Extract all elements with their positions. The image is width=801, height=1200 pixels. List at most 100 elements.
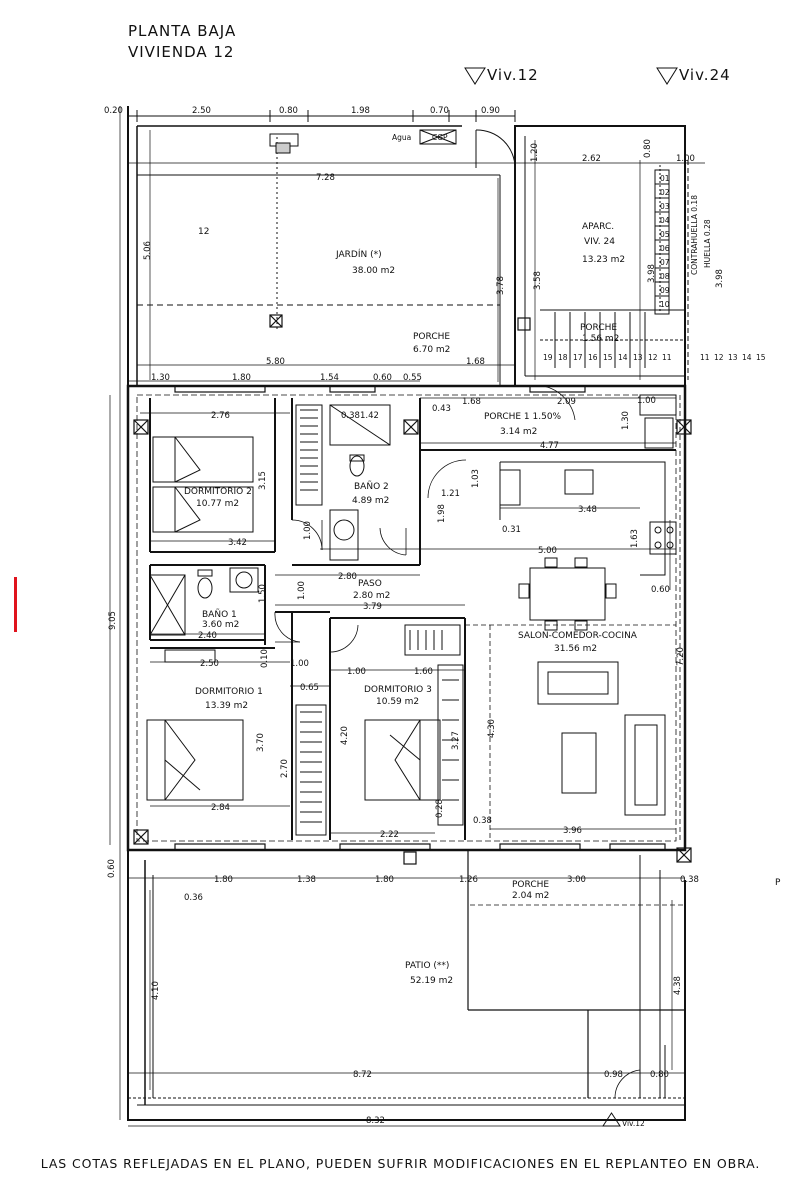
aparc-label: APARC. [582,222,614,232]
huella-label: HUELLA 0.28 [703,219,712,268]
dim-label: 0.38 [341,411,360,421]
jardin-label: JARDÍN (*) [335,248,382,260]
interior-walls [149,398,676,840]
dim-label: 3.27 [451,731,461,750]
step-num: 15 [756,353,766,362]
paso-label: PASO [358,579,382,589]
dim-label: 0.60 [107,859,117,878]
step-num: 05 [660,230,670,239]
viv12-top-marker-icon [464,67,486,85]
dormitorio-1-area: 13.39 m2 [205,701,248,711]
porche-bottom-label: PORCHE [512,880,549,890]
step-num: 11 [662,353,672,362]
dim-label: 0.36 [184,893,203,903]
dim-label: 0.65 [300,683,319,693]
dashed-guides [465,395,685,906]
dim-label: 3.98 [715,269,725,288]
plan-subtitle: VIVIENDA 12 [128,43,235,61]
dim-label: 3.78 [496,276,506,295]
dim-label: 0.43 [432,404,451,414]
step-num: 13 [633,353,643,362]
viv24-top-marker-icon [656,67,678,85]
dim-label: 2.09 [557,397,576,407]
porche-aparc-area: 1.56 m2 [582,334,619,344]
dim-label: 3.58 [533,271,543,290]
windows [174,385,666,851]
dim-label: 5.06 [143,241,153,260]
dim-label: 4.77 [540,441,559,451]
dim-label: 2.50 [192,106,211,116]
dim-label: 1.68 [462,397,481,407]
dim-label: 0.80 [643,139,653,158]
dormitorio-3-area: 10.59 m2 [376,697,419,707]
dim-label: 3.42 [228,538,247,548]
dim-label: 3.79 [363,602,382,612]
step-num: 14 [618,353,628,362]
step-num: 09 [660,286,670,295]
stair-row-treads [554,312,646,368]
patio-area: 52.19 m2 [410,976,453,986]
dim-label: 1.00 [637,396,656,406]
dim-label: 1.63 [630,529,640,548]
dim-label: 3.70 [256,733,266,752]
p-label: P [775,878,781,888]
porche-1-label: PORCHE 1 1.50% [484,412,562,422]
dim-label: 3.98 [647,264,657,283]
viv12-top-label: Viv.12 [487,66,539,84]
dim-label: 1.30 [621,411,631,430]
bano-1-area: 3.60 m2 [202,620,239,630]
dim-label: 3.96 [563,826,582,836]
aparc-label-2: VIV. 24 [584,237,615,247]
dim-label: 3.15 [258,471,268,490]
dim-label: 5.80 [266,357,285,367]
dim-label: 4.38 [673,976,683,995]
bano-1-label: BAÑO 1 [202,609,237,620]
dim-label: 0.10 [260,649,270,668]
dim-label: 2.76 [211,411,230,421]
dim-label: 2.40 [198,631,217,641]
dim-label: 1.00 [297,581,307,600]
jardin-area: 38.00 m2 [352,266,395,276]
porche-top-label: PORCHE [413,332,450,342]
step-num: 07 [660,258,670,267]
porche-bottom-area: 2.04 m2 [512,891,549,901]
step-num: 14 [742,353,752,362]
step-num: 04 [660,216,670,225]
bano-2-label: BAÑO 2 [354,481,389,492]
dim-label: 1.00 [290,659,309,669]
dim-label: 0.80 [279,106,298,116]
dim-label: 1.98 [437,504,447,523]
dim-label: 0.98 [604,1070,623,1080]
porche-aparc-label: PORCHE [580,323,617,333]
dim-label: 0.38 [473,816,492,826]
step-num: 10 [660,300,670,309]
dim-label: 9.05 [108,611,118,630]
dim-label: 1.00 [303,521,313,540]
dim-label: 0.80 [650,1070,669,1080]
stair-column [654,169,670,315]
dim-label: 1.00 [347,667,366,677]
dim-label: 2.84 [211,803,230,813]
dim-label: 0.28 [435,799,445,818]
dim-label: 1.68 [466,357,485,367]
porche-1-area: 3.14 m2 [500,427,537,437]
water-meter-box [419,129,457,145]
dim-label: 2.22 [380,830,399,840]
dim-label: 4.30 [487,719,497,738]
step-num: 11 [700,353,710,362]
stair-column-treads [655,183,669,297]
dim-label: 1.21 [441,489,460,499]
step-num: 17 [573,353,583,362]
footer-note: LAS COTAS REFLEJADAS EN EL PLANO, PUEDEN… [40,1156,761,1171]
dimension-labels: 0.20 2.50 0.80 1.98 0.70 0.90 1.20 2.62 … [104,106,725,1126]
dormitorio-2-area: 10.77 m2 [196,499,239,509]
agua-label: Agua [392,133,411,142]
bano-2-area: 4.89 m2 [352,496,389,506]
dim-label: 3.00 [567,875,586,885]
step-num: 16 [588,353,598,362]
dim-label: 8.32 [366,1116,385,1126]
step-num: 06 [660,244,670,253]
dim-label: 1.80 [375,875,394,885]
dim-label: 0.70 [430,106,449,116]
dim-label: 7.28 [316,173,335,183]
